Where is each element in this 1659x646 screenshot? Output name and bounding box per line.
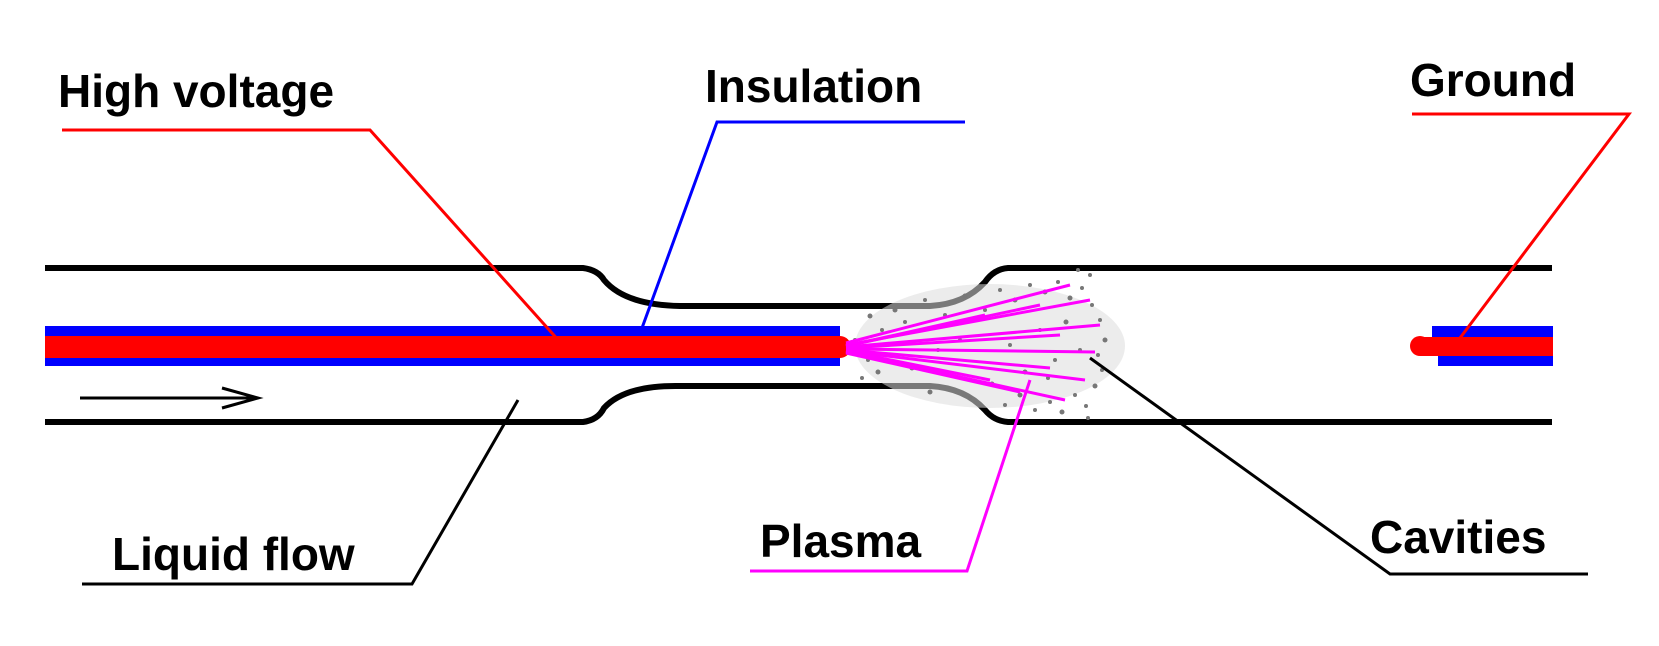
pipe-lower-wall — [45, 382, 1552, 425]
leader-lines — [62, 112, 1633, 586]
liquid-flow-label: Liquid flow — [112, 528, 355, 580]
cavities-leader — [1089, 356, 1588, 576]
insulation-leader — [640, 120, 965, 329]
plasma-leader — [750, 379, 1032, 573]
flow-arrow — [80, 386, 264, 410]
high-voltage-leader — [62, 128, 562, 344]
ground-electrode — [1410, 326, 1553, 366]
liquid-flow-leader — [82, 399, 520, 586]
ground-label: Ground — [1410, 54, 1576, 106]
pipe — [45, 265, 1552, 425]
ground-insulation-bottom — [1438, 356, 1553, 366]
plasma-filaments — [845, 283, 1101, 402]
ground-tip — [1410, 336, 1430, 356]
insulation-label: Insulation — [705, 60, 922, 112]
ground-insulation-top — [1432, 326, 1553, 337]
high-voltage-conductor — [45, 336, 840, 358]
ground-leader — [1412, 112, 1633, 339]
pipe-upper-wall — [45, 265, 1552, 309]
high-voltage-electrode — [45, 326, 851, 366]
cavities-label: Cavities — [1370, 511, 1546, 563]
plasma-label: Plasma — [760, 515, 922, 567]
ground-conductor — [1420, 337, 1553, 356]
high-voltage-tip — [829, 336, 851, 358]
high-voltage-label: High voltage — [58, 65, 334, 117]
